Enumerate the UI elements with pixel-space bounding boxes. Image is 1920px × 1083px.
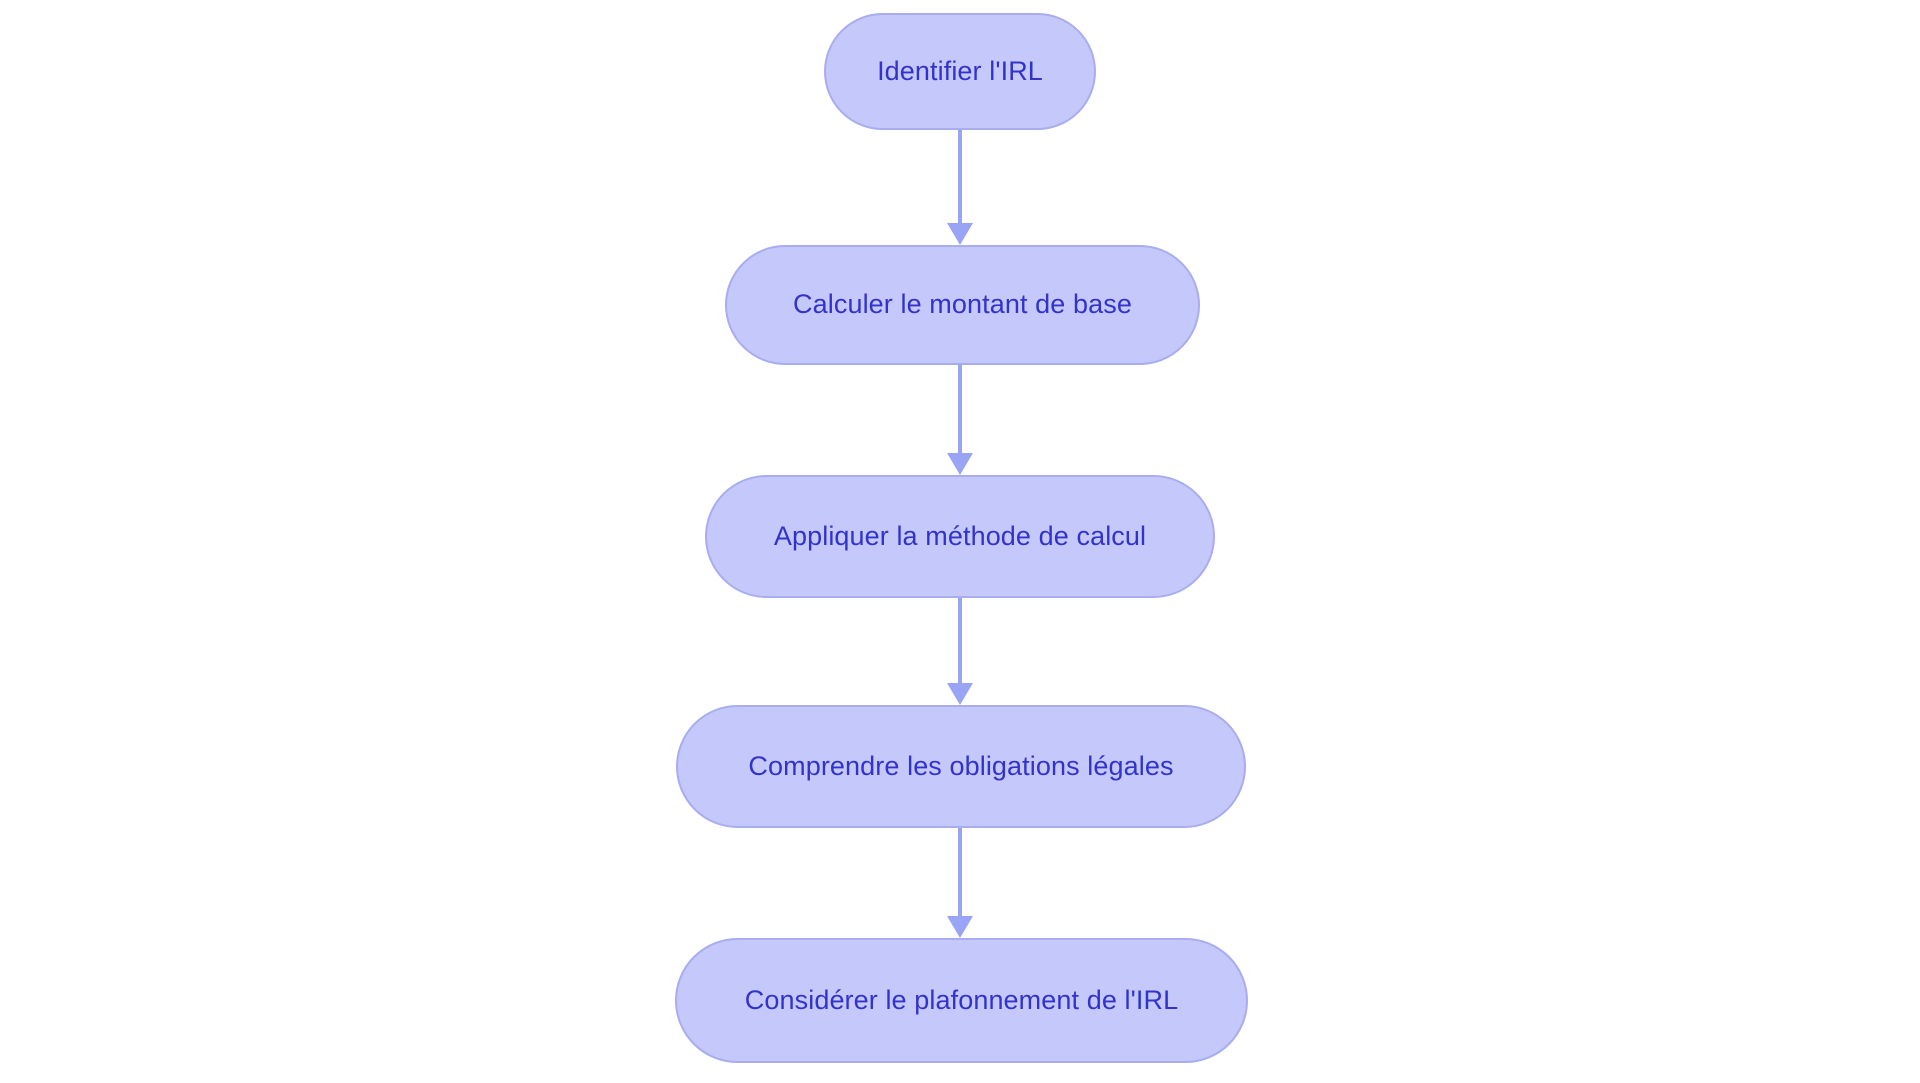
flow-node-calculer-montant-base[interactable]: Calculer le montant de base	[725, 245, 1200, 365]
flow-node-identifier-irl[interactable]: Identifier l'IRL	[824, 13, 1096, 130]
flow-connector-2-3	[940, 365, 980, 475]
flow-connector-4-5	[940, 828, 980, 938]
flow-node-label: Considérer le plafonnement de l'IRL	[744, 984, 1179, 1015]
flow-node-considerer-plafonnement-irl[interactable]: Considérer le plafonnement de l'IRL	[675, 938, 1248, 1063]
flow-node-comprendre-obligations-legales[interactable]: Comprendre les obligations légales	[676, 705, 1246, 828]
connector-line	[958, 130, 962, 225]
arrowhead-down-icon	[947, 683, 973, 705]
flow-node-label: Identifier l'IRL	[877, 55, 1043, 86]
flow-connector-3-4	[940, 598, 980, 705]
flow-connector-1-2	[940, 130, 980, 245]
arrowhead-down-icon	[947, 223, 973, 245]
flow-node-label: Comprendre les obligations légales	[748, 750, 1174, 781]
flow-node-appliquer-methode-calcul[interactable]: Appliquer la méthode de calcul	[705, 475, 1215, 598]
flow-node-label: Calculer le montant de base	[793, 289, 1132, 320]
connector-line	[958, 828, 962, 918]
arrowhead-down-icon	[947, 453, 973, 475]
arrowhead-down-icon	[947, 916, 973, 938]
connector-line	[958, 365, 962, 455]
connector-line	[958, 598, 962, 685]
flow-node-label: Appliquer la méthode de calcul	[773, 520, 1147, 551]
